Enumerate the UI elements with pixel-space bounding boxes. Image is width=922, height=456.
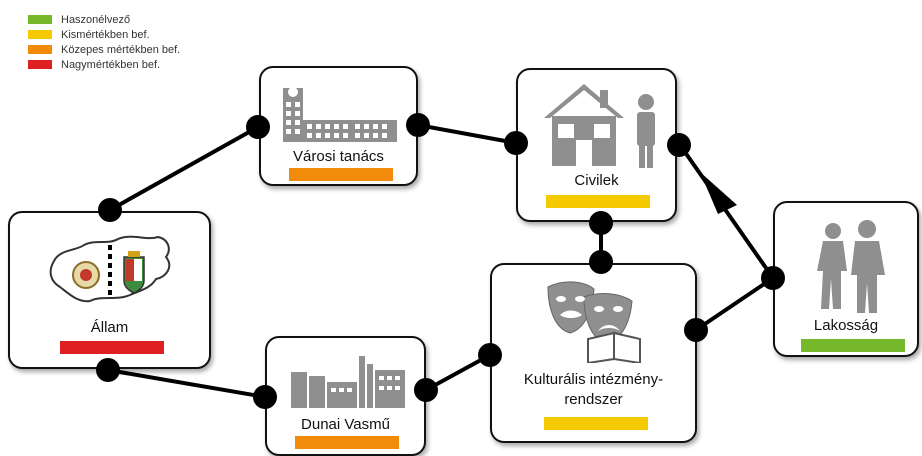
people-icon [817, 220, 885, 313]
edge-varosi-tanacs-civilek [416, 123, 518, 145]
connector-dot [684, 318, 708, 342]
legend-swatch-orange [28, 45, 52, 54]
connector-dot [406, 113, 430, 137]
arrowhead-to-civilek [700, 172, 737, 214]
connector-dot [414, 378, 438, 402]
node-kulturalis[interactable]: Kulturális intézmény- rendszer [490, 263, 697, 443]
edge-allam-dunai-vasmu [106, 368, 267, 399]
connector-dot [96, 358, 120, 382]
connector-dot [98, 198, 122, 222]
city-hall-icon [283, 87, 397, 142]
connector-dot [589, 211, 613, 235]
house-person-icon [544, 84, 655, 168]
node-allam[interactable]: Állam [8, 211, 211, 369]
connector-dot [478, 343, 502, 367]
impact-bar-orange [295, 436, 399, 449]
connector-dot [504, 131, 528, 155]
node-label-lakossag: Lakosság [813, 317, 879, 334]
impact-bar-yellow [544, 417, 648, 430]
edge-allam-varosi-tanacs [108, 125, 260, 212]
node-label-civilek: Civilek [574, 172, 619, 189]
impact-bar-green [801, 339, 905, 352]
edge-kulturalis-lakossag [694, 276, 775, 332]
node-label-kulturalis-line2: rendszer [564, 391, 623, 408]
node-lakossag[interactable]: Lakosság [773, 201, 919, 357]
node-label-allam: Állam [90, 319, 129, 336]
node-label-varosi-tanacs: Városi tanács [293, 148, 384, 165]
impact-bar-yellow [546, 195, 650, 208]
node-label-kulturalis-line1: Kulturális intézmény- [523, 371, 664, 388]
legend-item-kismertekben: Kismértékben bef. [28, 27, 180, 42]
factory-icon [291, 356, 405, 408]
theatre-masks-book-icon [547, 281, 641, 363]
node-dunai-vasmu[interactable]: Dunai Vasmű [265, 336, 426, 456]
node-civilek[interactable]: Civilek [516, 68, 677, 222]
legend-label: Kismértékben bef. [61, 28, 150, 41]
legend-label: Haszonélvező [61, 13, 131, 26]
node-label-dunai-vasmu: Dunai Vasmű [301, 416, 390, 433]
legend-item-nagymertekben: Nagymértékben bef. [28, 57, 180, 72]
connector-dot [253, 385, 277, 409]
edge-lakossag-civilek [678, 143, 775, 280]
legend-swatch-yellow [28, 30, 52, 39]
legend-swatch-green [28, 15, 52, 24]
impact-bar-orange [289, 168, 393, 181]
legend-item-kozepes: Közepes mértékben bef. [28, 42, 180, 57]
hungary-map-icon [49, 235, 171, 303]
legend-item-haszonelvezo: Haszonélvező [28, 12, 180, 27]
legend-swatch-red [28, 60, 52, 69]
connector-dot [589, 250, 613, 274]
connector-dot [761, 266, 785, 290]
legend: Haszonélvező Kismértékben bef. Közepes m… [28, 12, 180, 72]
connector-dot [667, 133, 691, 157]
impact-bar-red [60, 341, 164, 354]
legend-label: Közepes mértékben bef. [61, 43, 181, 56]
connector-dot [246, 115, 270, 139]
node-varosi-tanacs[interactable]: Városi tanács [259, 66, 418, 186]
legend-label: Nagymértékben bef. [61, 58, 161, 71]
